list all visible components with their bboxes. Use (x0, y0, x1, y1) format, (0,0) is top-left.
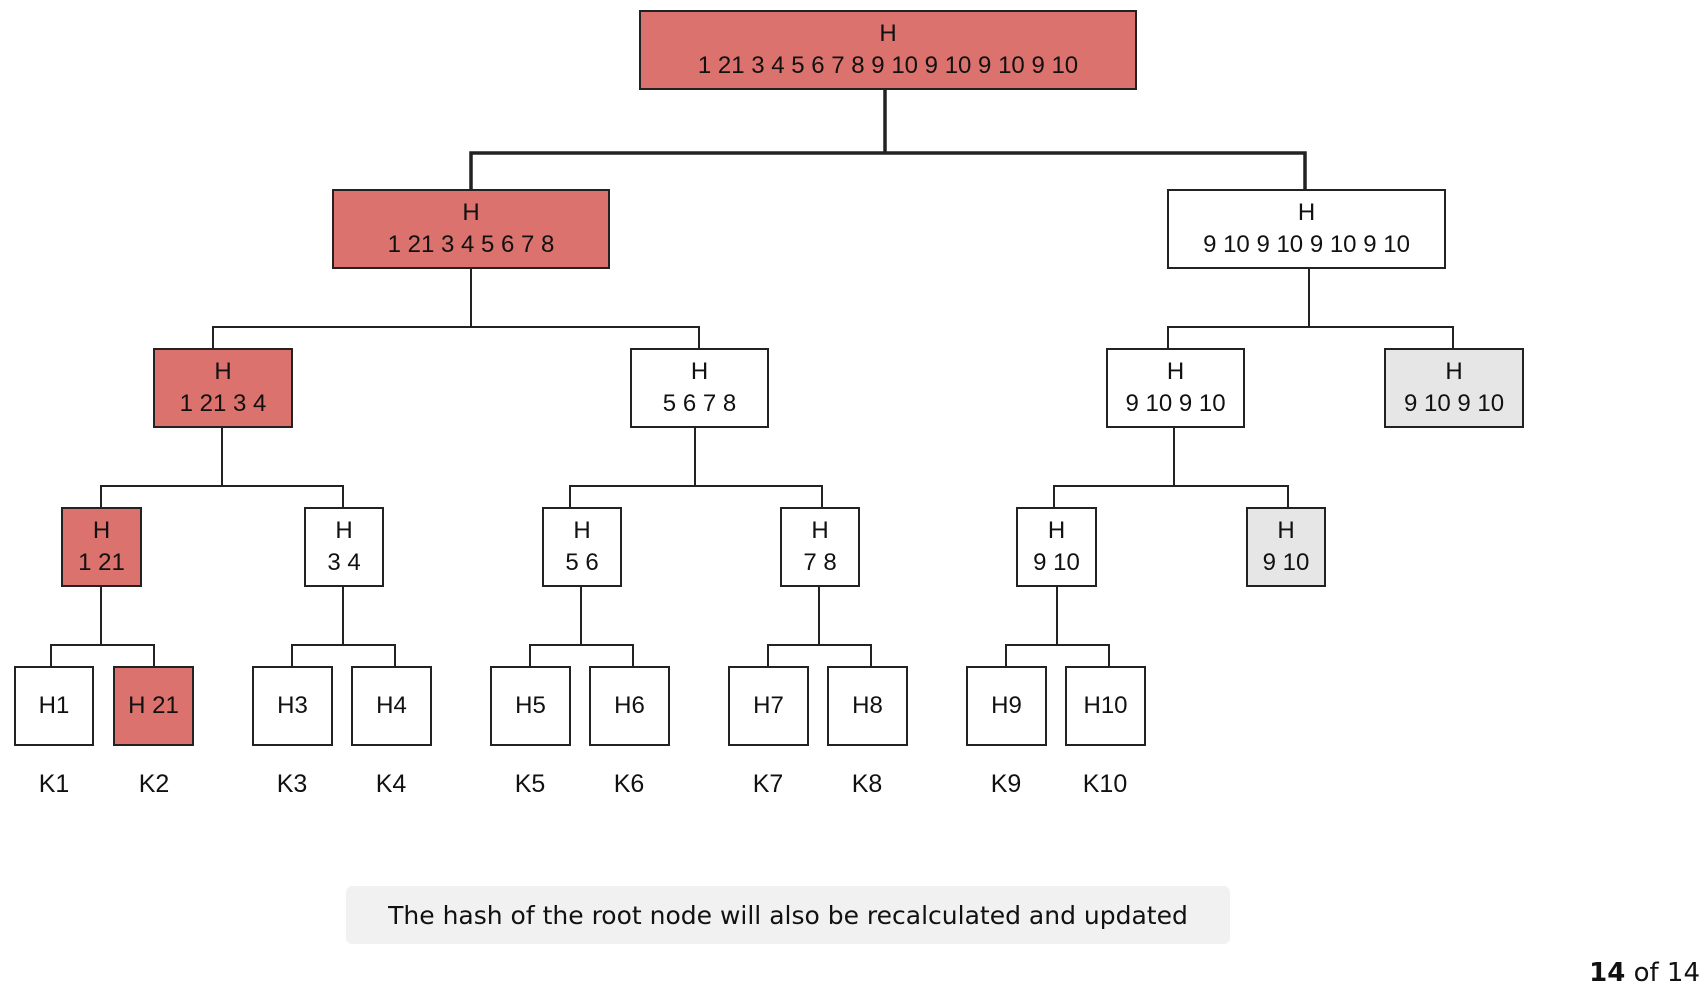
node-value: 9 10 9 10 (1403, 390, 1505, 417)
leaf-node-2: H 21 (113, 666, 194, 746)
edge-n56-bar (529, 644, 634, 666)
node-title: H (214, 358, 232, 386)
edge-n12-bar (50, 644, 155, 666)
tree-node-9-10-duplicate: H 9 10 (1246, 507, 1326, 587)
node-value: 7 8 (803, 549, 837, 576)
node-title: H (462, 199, 480, 227)
leaf-node-10: H10 (1065, 666, 1146, 746)
key-label: K6 (613, 770, 645, 798)
node-value: 9 10 9 10 9 10 9 10 (1203, 231, 1410, 258)
node-value: 1 21 (78, 549, 125, 576)
leaf-node-1: H1 (14, 666, 94, 746)
leaf-node-8: H8 (827, 666, 908, 746)
node-value: 5 6 7 8 (662, 390, 737, 417)
caption-box: The hash of the root node will also be r… (346, 886, 1230, 944)
node-title: H10 (1083, 692, 1128, 720)
node-value: 9 10 (1033, 549, 1080, 576)
node-title: H 21 (128, 692, 179, 720)
node-title: H1 (38, 692, 70, 720)
key-label: K8 (851, 770, 883, 798)
node-title: H (573, 517, 591, 545)
edge-n58-bar (569, 485, 823, 507)
tree-node-right-9-10: H 9 10 9 10 9 10 9 10 (1167, 189, 1446, 269)
key-label: K9 (990, 770, 1022, 798)
leaf-node-3: H3 (252, 666, 333, 746)
key-label: K5 (514, 770, 546, 798)
node-title: H8 (852, 692, 883, 720)
node-title: H (690, 358, 709, 386)
node-value: 5 6 (565, 549, 599, 576)
total-pages: 14 (1666, 958, 1700, 988)
node-title: H (1297, 199, 1316, 227)
page-indicator: 14 of 14 (1589, 958, 1700, 988)
tree-node-1-4: H 1 21 3 4 (153, 348, 293, 428)
current-page: 14 (1589, 958, 1626, 988)
key-label: K10 (1082, 770, 1128, 798)
node-value: 9 10 (1262, 549, 1310, 576)
node-value: 3 4 (327, 549, 361, 576)
tree-node-root: H 1 21 3 4 5 6 7 8 9 10 9 10 9 10 9 10 (639, 10, 1137, 90)
tree-node-9-10: H 9 10 (1016, 507, 1097, 587)
edge-l1-left-bar (212, 326, 700, 348)
caption-text: The hash of the root node will also be r… (388, 900, 1188, 930)
node-title: H (811, 517, 829, 545)
node-title: H9 (991, 692, 1022, 720)
key-label: K3 (276, 770, 308, 798)
node-title: H (1166, 358, 1185, 386)
node-title: H3 (277, 692, 308, 720)
leaf-node-6: H6 (589, 666, 670, 746)
edge-n910-bar (1005, 644, 1110, 666)
leaf-node-9: H9 (966, 666, 1047, 746)
tree-node-1-2: H 1 21 (61, 507, 142, 587)
node-title: H5 (515, 692, 546, 720)
node-title: H (92, 517, 111, 545)
node-title: H4 (376, 692, 407, 720)
node-title: H (879, 20, 897, 48)
key-label: K1 (38, 770, 70, 798)
leaf-node-5: H5 (490, 666, 571, 746)
node-value: 1 21 3 4 (179, 390, 267, 417)
leaf-node-4: H4 (351, 666, 432, 746)
edge-n910x2-bar (1053, 485, 1289, 507)
key-label: K7 (752, 770, 784, 798)
edge-n34-bar (291, 644, 396, 666)
tree-node-9-10x2: H 9 10 9 10 (1106, 348, 1245, 428)
node-title: H (1277, 517, 1295, 545)
tree-node-3-4: H 3 4 (304, 507, 384, 587)
node-title: H (1047, 517, 1066, 545)
key-label: K4 (375, 770, 407, 798)
page-separator: of (1625, 958, 1667, 988)
edge-l1-right-bar (1167, 326, 1454, 348)
tree-node-5-6: H 5 6 (542, 507, 622, 587)
node-value: 1 21 3 4 5 6 7 8 (387, 231, 555, 258)
node-value: 9 10 9 10 (1125, 390, 1226, 417)
edge-root-bar (469, 151, 1307, 189)
leaf-node-7: H7 (728, 666, 809, 746)
node-value: 1 21 3 4 5 6 7 8 9 10 9 10 9 10 9 10 (697, 52, 1079, 79)
node-title: H (335, 517, 353, 545)
key-label: K2 (138, 770, 170, 798)
edge-n14-bar (100, 485, 344, 507)
tree-node-9-10x2-duplicate: H 9 10 9 10 (1384, 348, 1524, 428)
tree-node-5-8: H 5 6 7 8 (630, 348, 769, 428)
tree-node-left-1-8: H 1 21 3 4 5 6 7 8 (332, 189, 610, 269)
node-title: H6 (614, 692, 645, 720)
tree-node-7-8: H 7 8 (780, 507, 860, 587)
node-title: H7 (753, 692, 784, 720)
node-title: H (1445, 358, 1463, 386)
edge-n78-bar (767, 644, 872, 666)
